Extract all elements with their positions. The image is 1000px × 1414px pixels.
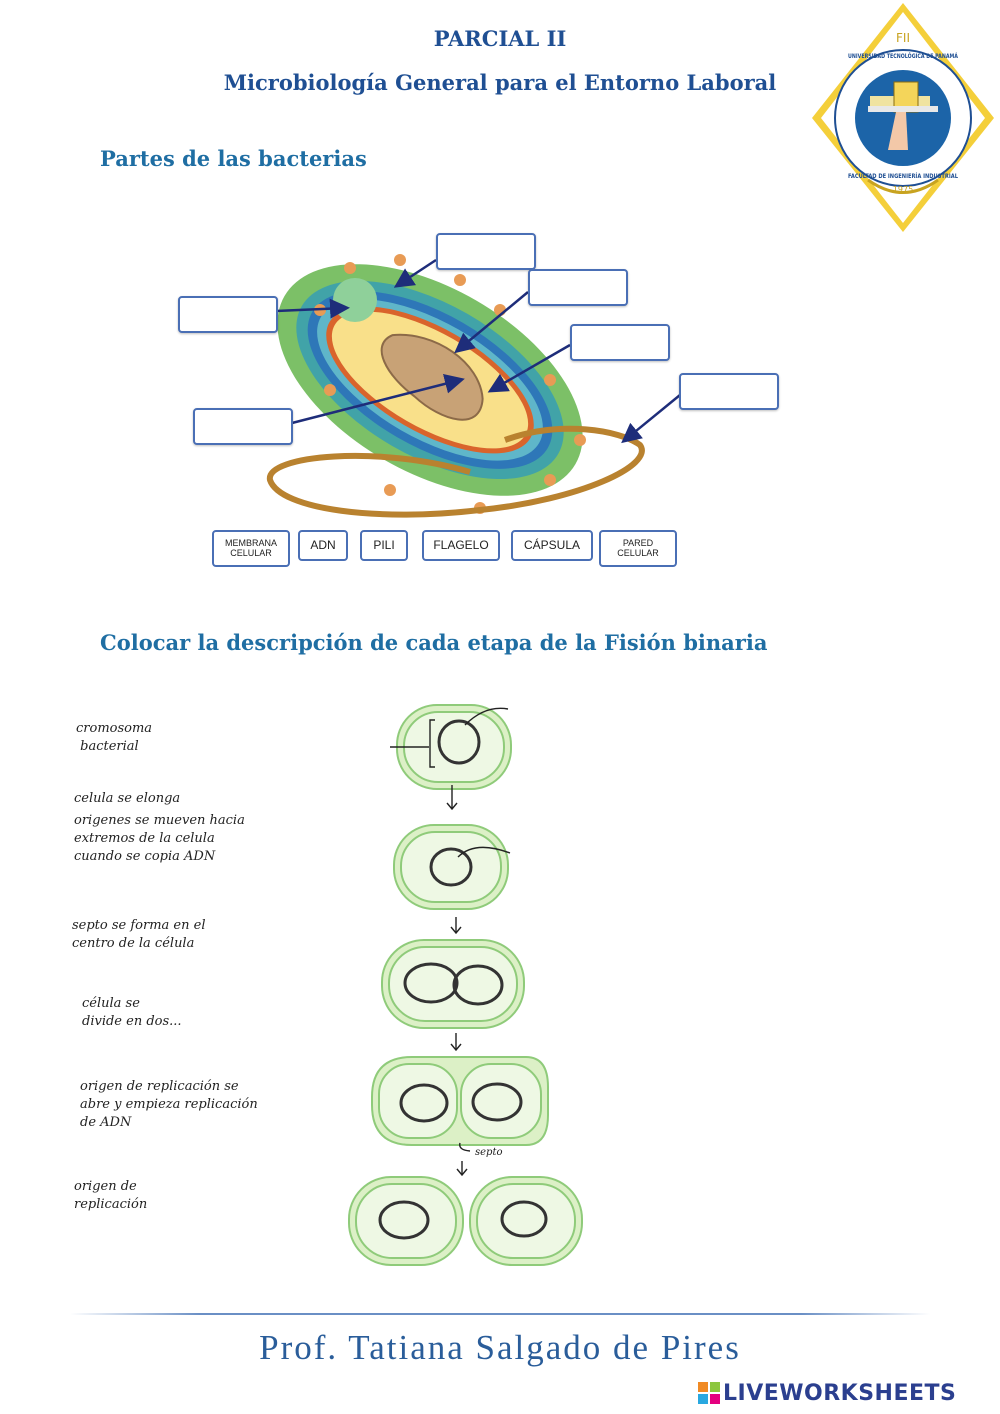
word-chip-membrana-celular[interactable]: MEMBRANA CELULAR: [212, 530, 290, 567]
step-label-2[interactable]: celula se elonga: [74, 791, 181, 806]
septo-label: septo: [475, 1147, 503, 1158]
answer-box-3[interactable]: [528, 269, 628, 306]
liveworksheets-wordmark: LIVEWORKSHEETS: [723, 1380, 957, 1406]
word-chip-adn[interactable]: ADN: [298, 530, 348, 561]
step-label-7[interactable]: origen de replicación: [74, 1179, 148, 1212]
chip-label-line1: PARED: [622, 538, 654, 549]
author-name: Prof. Tatiana Salgado de Pires: [259, 1328, 741, 1367]
chip-label-line1: MEMBRANA: [224, 538, 277, 549]
chip-label-line2: CELULAR: [617, 547, 659, 558]
answer-box-6[interactable]: [679, 373, 779, 410]
page-title: PARCIAL II: [433, 26, 567, 51]
step-label-4[interactable]: septo se forma en el centro de la célula: [72, 918, 206, 951]
word-chip-pared-celular[interactable]: PARED CELULAR: [599, 530, 677, 567]
section-title-binary-fission: Colocar la descripción de cada etapa de …: [100, 630, 768, 655]
chip-label: PILI: [373, 538, 395, 553]
footer-divider: [70, 1313, 930, 1315]
logo-ring-bottom: FACULTAD DE INGENIERÍA INDUSTRIAL: [848, 172, 958, 180]
bacterium-diagram: [267, 254, 645, 518]
word-chip-capsula[interactable]: CÁPSULA: [511, 530, 593, 561]
page-subtitle: Microbiología General para el Entorno La…: [223, 70, 777, 95]
answer-box-4[interactable]: [570, 324, 670, 361]
university-logo: FII UNIVERSIDAD TECNOLÓGICA DE PANAMÁ FA…: [812, 3, 994, 232]
chip-label-line2: CELULAR: [230, 547, 272, 558]
step-label-6[interactable]: origen de replicación se abre y empieza …: [80, 1079, 258, 1130]
logo-fii-text: FII: [896, 31, 910, 45]
section-title-bacteria-parts: Partes de las bacterias: [100, 146, 367, 171]
answer-box-2[interactable]: [436, 233, 536, 270]
liveworksheets-brand[interactable]: LIVEWORKSHEETS: [698, 1380, 956, 1406]
liveworksheets-icon: [698, 1382, 720, 1404]
chip-label: ADN: [310, 538, 336, 553]
answer-box-1[interactable]: [178, 296, 278, 333]
step-label-1[interactable]: cromosoma bacterial: [76, 721, 153, 754]
step-label-5[interactable]: célula se divide en dos...: [82, 996, 182, 1029]
diagram-arrows: [275, 258, 681, 444]
word-chip-pili[interactable]: PILI: [360, 530, 408, 561]
chip-label: CÁPSULA: [523, 538, 581, 553]
word-chip-flagelo[interactable]: FLAGELO: [422, 530, 500, 561]
logo-ring-top: UNIVERSIDAD TECNOLÓGICA DE PANAMÁ: [848, 53, 958, 60]
answer-box-5[interactable]: [193, 408, 293, 445]
chip-label: FLAGELO: [433, 538, 489, 553]
binary-fission-diagram: septo: [348, 704, 583, 1266]
logo-year: 1975: [893, 185, 913, 194]
step-label-3[interactable]: origenes se mueven hacia extremos de la …: [74, 813, 245, 864]
